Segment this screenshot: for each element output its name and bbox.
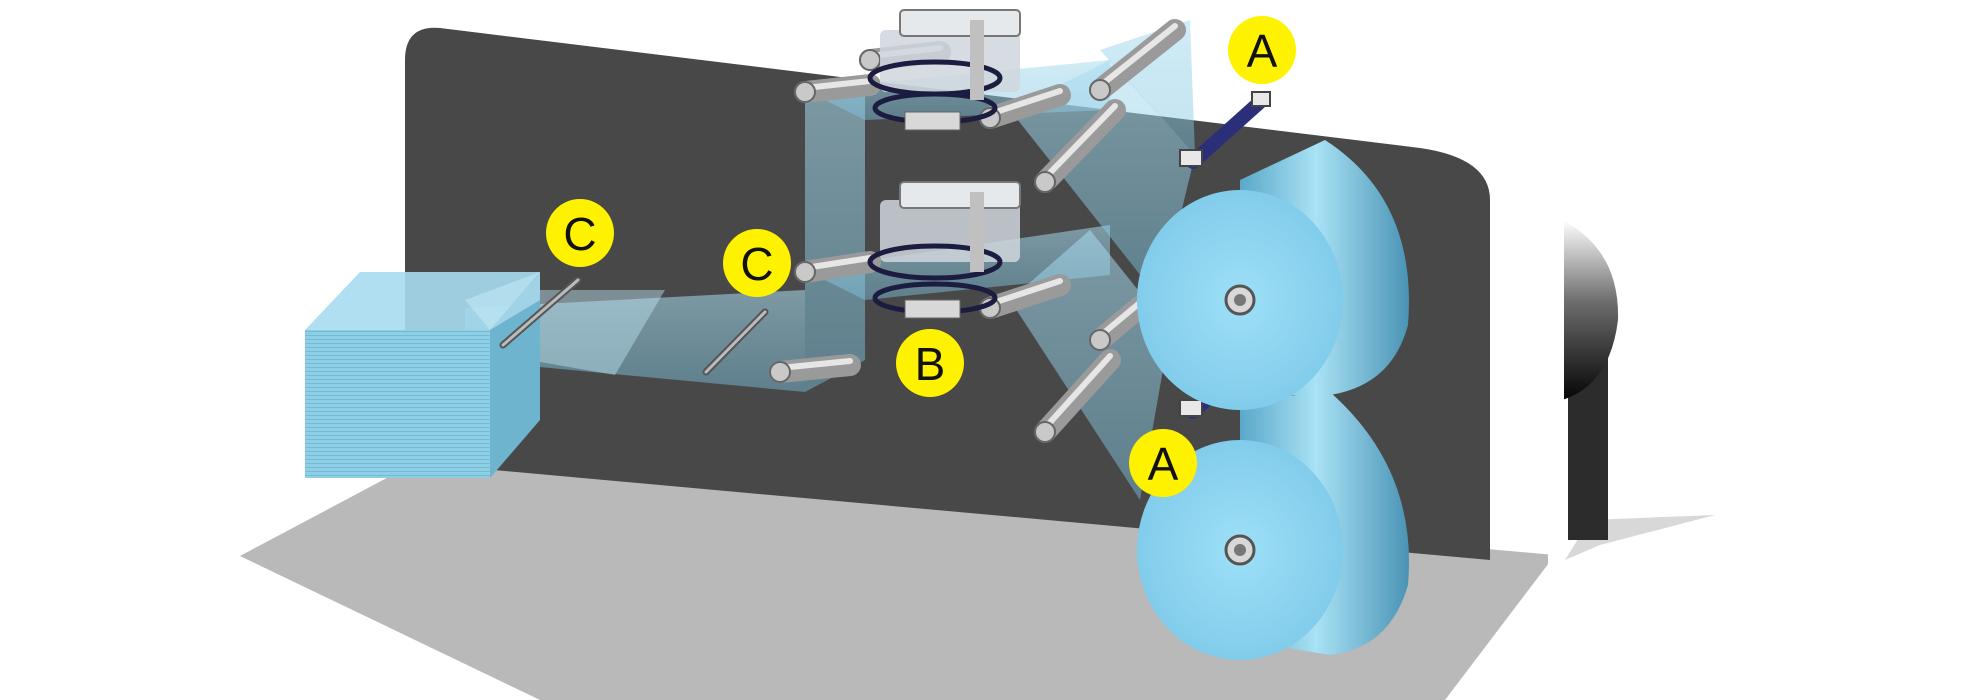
- callout-a-top: A: [1228, 16, 1296, 84]
- roller: [1089, 19, 1186, 101]
- roller-end-cap: [794, 81, 816, 103]
- roller-highlight: [1097, 23, 1178, 89]
- callout-b: B: [896, 329, 964, 397]
- cutter-bar-icon: [499, 276, 769, 376]
- svg-text:B: B: [915, 338, 946, 390]
- conveyor-window: [540, 290, 665, 375]
- roller-end-cap: [794, 261, 816, 283]
- roller-highlight: [777, 358, 853, 371]
- roller-highlight: [1042, 353, 1113, 431]
- roller-highlight: [1042, 103, 1118, 181]
- roller-end-cap: [1089, 79, 1111, 101]
- roller-highlight: [987, 278, 1063, 307]
- roller: [769, 354, 861, 383]
- svg-text:A: A: [1148, 438, 1179, 490]
- svg-text:C: C: [563, 208, 596, 260]
- roller-end-cap: [859, 49, 881, 71]
- roller-end-cap: [1034, 171, 1056, 193]
- svg-text:A: A: [1247, 25, 1278, 77]
- roller-icon: [769, 19, 1186, 443]
- callout-c-right: C: [723, 229, 791, 297]
- sealing-jaw-icon: [867, 9, 1021, 319]
- stack-icon: [305, 272, 540, 478]
- callout-c-left: C: [546, 199, 614, 267]
- side-roll: [1562, 220, 1619, 400]
- roller-highlight: [987, 88, 1063, 117]
- film-roll-icon: [1137, 140, 1410, 660]
- roller-end-cap: [769, 361, 791, 383]
- callout-a-bottom: A: [1129, 429, 1197, 497]
- side-mask: [1548, 200, 1564, 660]
- roller-end-cap: [1089, 329, 1111, 351]
- roller: [979, 84, 1071, 129]
- roller-end-cap: [1034, 421, 1056, 443]
- svg-text:C: C: [740, 238, 773, 290]
- roller-highlight: [802, 255, 873, 271]
- roller: [979, 274, 1071, 319]
- roller-highlight: [802, 78, 873, 91]
- back-panel: [405, 27, 1490, 560]
